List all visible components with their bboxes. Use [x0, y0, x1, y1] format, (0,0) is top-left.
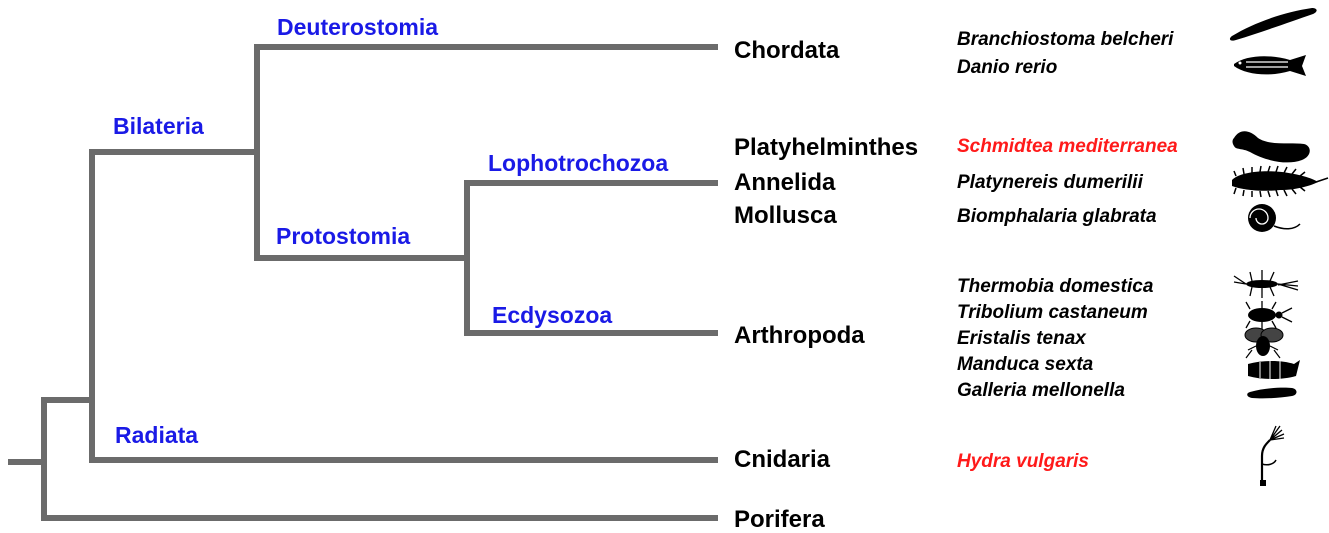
caterpillar-silhouette-icon: [1248, 360, 1300, 379]
phylum-label-platyhelminthes: Platyhelminthes: [734, 134, 918, 161]
species-label-platynereis-dumerilii: Platynereis dumerilii: [957, 172, 1144, 193]
waxworm-silhouette-icon: [1247, 388, 1296, 399]
species-label-galleria-mellonella: Galleria mellonella: [957, 380, 1125, 401]
organism-silhouettes: [1230, 8, 1328, 486]
phylum-label-chordata: Chordata: [734, 37, 840, 64]
species-label-branchiostoma-belcheri: Branchiostoma belcheri: [957, 29, 1174, 50]
clade-label-deuterostomia: Deuterostomia: [277, 14, 438, 40]
lancelet-silhouette-icon: [1230, 8, 1317, 41]
clade-label-bilateria: Bilateria: [113, 113, 204, 139]
hoverfly-silhouette-icon: [1245, 328, 1283, 358]
firebrat-silhouette-icon: [1234, 270, 1298, 298]
phylum-label-arthropoda: Arthropoda: [734, 322, 865, 349]
ragworm-silhouette-icon: [1232, 166, 1328, 197]
phylum-label-mollusca: Mollusca: [734, 202, 837, 229]
phylum-labels: Chordata Platyhelminthes Annelida Mollus…: [734, 37, 918, 533]
hydra-silhouette-icon: [1260, 426, 1284, 486]
species-label-danio-rerio: Danio rerio: [957, 57, 1057, 78]
phylum-label-porifera: Porifera: [734, 506, 825, 533]
species-label-manduca-sexta: Manduca sexta: [957, 354, 1094, 375]
planarian-silhouette-icon: [1233, 131, 1310, 162]
phylum-label-cnidaria: Cnidaria: [734, 446, 831, 473]
species-label-thermobia-domestica: Thermobia domestica: [957, 276, 1154, 297]
clade-label-radiata: Radiata: [115, 422, 198, 448]
beetle-silhouette-icon: [1246, 301, 1292, 329]
clade-label-lophotrochozoa: Lophotrochozoa: [488, 150, 668, 176]
species-label-hydra-vulgaris: Hydra vulgaris: [957, 451, 1089, 472]
zebrafish-silhouette-icon: [1234, 55, 1306, 76]
snail-silhouette-icon: [1248, 204, 1300, 232]
species-label-eristalis-tenax: Eristalis tenax: [957, 328, 1087, 349]
clade-labels: Deuterostomia Bilateria Lophotrochozoa P…: [113, 14, 668, 448]
clade-label-ecdysozoa: Ecdysozoa: [492, 302, 612, 328]
clade-label-protostomia: Protostomia: [276, 223, 410, 249]
species-label-biomphalaria-glabrata: Biomphalaria glabrata: [957, 206, 1157, 227]
species-labels: Branchiostoma belcheri Danio rerio Schmi…: [957, 29, 1178, 472]
species-label-schmidtea-mediterranea: Schmidtea mediterranea: [957, 136, 1178, 157]
phylum-label-annelida: Annelida: [734, 169, 836, 196]
species-label-tribolium-castaneum: Tribolium castaneum: [957, 302, 1148, 323]
